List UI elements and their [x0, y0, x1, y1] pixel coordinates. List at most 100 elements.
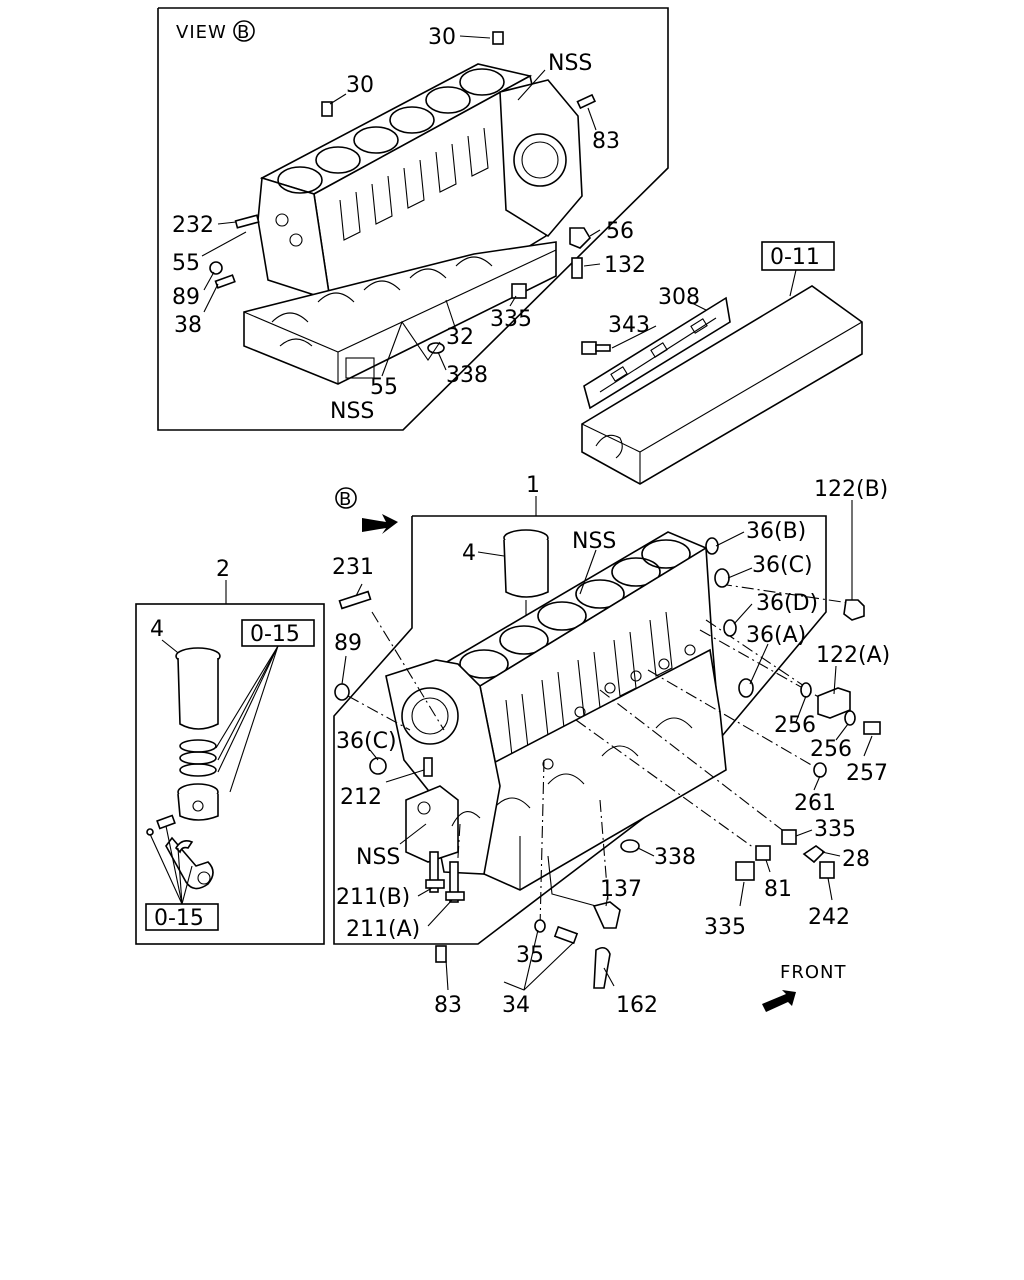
fitting-28 — [802, 845, 826, 864]
washer-256b — [844, 710, 856, 726]
view-label: VIEW — [176, 22, 227, 43]
bolt-257 — [863, 721, 881, 735]
label-89-main: 89 — [334, 631, 362, 656]
plug-261 — [813, 762, 827, 778]
label-4: 4 — [462, 541, 476, 566]
plug-89 — [209, 261, 223, 275]
plug-36a — [738, 678, 754, 698]
ref-0-15-top: 0-15 — [250, 622, 300, 647]
plug-335 — [511, 283, 527, 299]
label-257: 257 — [846, 761, 888, 786]
plug-335b — [735, 861, 755, 881]
front-arrow — [762, 990, 796, 1012]
plug-81 — [755, 845, 771, 861]
view-b-leaders — [201, 35, 601, 377]
stud-232 — [234, 214, 260, 229]
label-nss-left: NSS — [356, 845, 400, 870]
label-335-bottom: 335 — [704, 915, 746, 940]
label-212: 212 — [340, 785, 382, 810]
assembly-lines — [347, 583, 857, 929]
label-30-top: 30 — [428, 25, 456, 50]
view-b-small-parts — [209, 31, 597, 354]
plug-338-main — [620, 839, 640, 853]
label-343: 343 — [608, 313, 650, 338]
view-direction-arrow — [362, 514, 398, 534]
label-132: 132 — [604, 253, 646, 278]
label-256a: 256 — [774, 713, 816, 738]
pin-38 — [214, 274, 236, 289]
view-b-inset: VIEW B — [157, 7, 669, 431]
plug-335a — [781, 829, 797, 845]
label-335-right: 335 — [814, 817, 856, 842]
stud-231 — [338, 590, 372, 610]
pin-212 — [423, 757, 433, 777]
label-261: 261 — [794, 791, 836, 816]
label-1: 1 — [526, 473, 540, 498]
label-81: 81 — [764, 877, 792, 902]
label-30-left: 30 — [346, 73, 374, 98]
label-122a: 122(A) — [816, 643, 890, 668]
view-b-arrow-marker — [335, 487, 357, 509]
gasket-308 — [583, 296, 731, 410]
plug-122b — [843, 599, 865, 621]
label-335: 335 — [490, 307, 532, 332]
label-211b: 211(B) — [336, 885, 410, 910]
bolt-242 — [819, 861, 835, 879]
label-83-main: 83 — [434, 993, 462, 1018]
label-35: 35 — [516, 943, 544, 968]
ref-0-15-bottom: 0-15 — [154, 906, 204, 931]
main-frame — [333, 515, 827, 945]
fitting-56 — [569, 227, 592, 249]
label-nss-bottom: NSS — [330, 399, 374, 424]
label-55: 55 — [172, 251, 200, 276]
view-marker: B — [237, 22, 250, 43]
label-32: 32 — [446, 325, 474, 350]
label-4-liner: 4 — [150, 617, 164, 642]
ref-0-11: 0-11 — [770, 245, 820, 270]
front-label: FRONT — [780, 962, 847, 983]
piston-group-frame — [135, 603, 325, 945]
main-labels: NSS 36(B) 36(C) 36(D) 36(A) 122(B) 122(A… — [332, 477, 890, 1018]
label-242: 242 — [808, 905, 850, 930]
bolt-343 — [581, 341, 597, 355]
plug-36c-right — [714, 568, 730, 588]
label-55-bottom: 55 — [370, 375, 398, 400]
plug-36c-left — [369, 757, 387, 775]
dowel-30a — [492, 31, 504, 45]
label-162: 162 — [616, 993, 658, 1018]
label-56: 56 — [606, 219, 634, 244]
label-211a: 211(A) — [346, 917, 420, 942]
label-36c-left: 36(C) — [336, 729, 397, 754]
washer-35 — [534, 919, 546, 933]
pin-83 — [576, 93, 597, 110]
bolt-211b — [429, 851, 439, 893]
label-28: 28 — [842, 847, 870, 872]
plug-36b — [705, 537, 719, 555]
label-256b: 256 — [810, 737, 852, 762]
plug-36d — [723, 619, 737, 637]
label-nss-top: NSS — [548, 51, 592, 76]
label-231: 231 — [332, 555, 374, 580]
piston-ring — [179, 739, 217, 753]
label-83: 83 — [592, 129, 620, 154]
pin-83-main — [435, 945, 447, 963]
hose-162 — [593, 946, 611, 989]
cylinder-block-underside-drawing — [243, 63, 583, 385]
main-view-marker: B — [339, 489, 352, 510]
label-34: 34 — [502, 993, 530, 1018]
main-leaders — [341, 500, 873, 991]
view-marker-circle — [233, 20, 255, 42]
label-308: 308 — [658, 285, 700, 310]
label-122b: 122(B) — [814, 477, 888, 502]
label-36a: 36(A) — [746, 623, 806, 648]
side-cover-group: 0-11 308 343 — [581, 241, 863, 485]
label-338: 338 — [446, 363, 488, 388]
bolt-211a — [449, 861, 459, 903]
label-232: 232 — [172, 213, 214, 238]
label-36d: 36(D) — [756, 591, 818, 616]
elbow-137 — [592, 901, 621, 929]
label-137: 137 — [600, 877, 642, 902]
washer-256a — [800, 682, 812, 698]
bolt-132 — [571, 257, 583, 279]
